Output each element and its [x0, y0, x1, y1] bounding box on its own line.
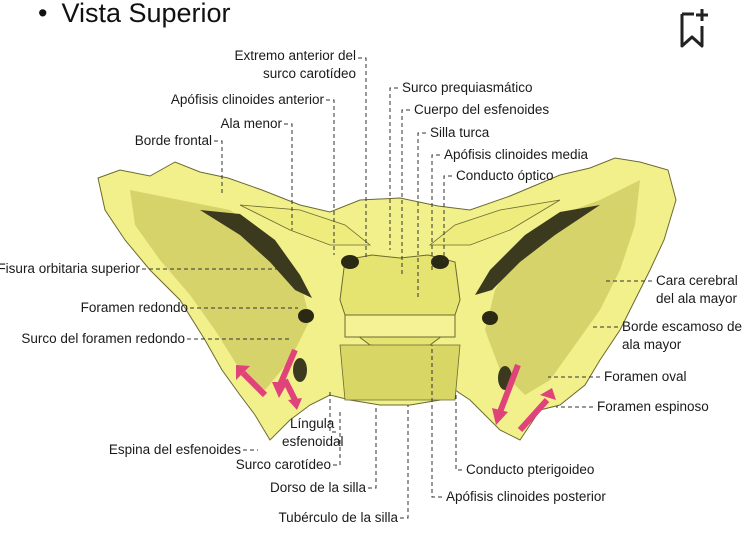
label-espina-esfenoides: Espina del esfenoides: [109, 442, 241, 457]
optic-canal-left: [341, 255, 359, 269]
label-extremo-anterior-2: surco carotídeo: [263, 66, 356, 81]
label-conducto-optico: Conducto óptico: [456, 168, 554, 183]
label-extremo-anterior-1: Extremo anterior del: [234, 48, 356, 63]
label-lingula-2: esfenoidal: [282, 434, 344, 449]
label-apofisis-clinoides-anterior: Apófisis clinoides anterior: [171, 92, 325, 107]
label-cara-cerebral-1: Cara cerebral: [656, 273, 738, 288]
dorsum-sellae: [344, 314, 456, 338]
fissure-left: [200, 210, 312, 298]
foramen-rotundum-right: [482, 311, 498, 325]
label-apofisis-clinoides-media: Apófisis clinoides media: [444, 147, 589, 162]
label-surco-foramen-redondo: Surco del foramen redondo: [21, 331, 185, 346]
label-foramen-redondo: Foramen redondo: [81, 300, 188, 315]
label-silla-turca: Silla turca: [430, 125, 490, 140]
label-cara-cerebral-2: del ala mayor: [656, 291, 738, 306]
sphenoid-bone-illustration: [97, 157, 677, 441]
label-tuberculo-silla: Tubérculo de la silla: [278, 510, 398, 525]
label-borde-escamoso-1: Borde escamoso de: [622, 319, 742, 334]
diagram-labels: Extremo anterior del surco carotídeo Apó…: [0, 48, 742, 525]
foramen-arrows: [236, 348, 556, 433]
label-ala-menor: Ala menor: [220, 116, 282, 131]
label-dorso-silla: Dorso de la silla: [270, 480, 367, 495]
label-conducto-pterigoideo: Conducto pterigoideo: [466, 462, 594, 477]
label-foramen-oval: Foramen oval: [604, 369, 687, 384]
slide-title: • Vista Superior: [38, 0, 231, 29]
lesser-wing-right: [428, 199, 561, 246]
label-surco-prequiasmatico: Surco prequiasmático: [402, 80, 533, 95]
label-cuerpo-esfenoides: Cuerpo del esfenoides: [414, 102, 549, 117]
lesser-wing-left: [239, 204, 372, 246]
label-apofisis-clinoides-posterior: Apófisis clinoides posterior: [446, 489, 606, 504]
sella-front: [339, 344, 461, 401]
label-lingula-1: Língula: [290, 416, 335, 431]
label-fisura-orbitaria-superior: Fisura orbitaria superior: [0, 261, 140, 276]
label-surco-carotideo: Surco carotídeo: [236, 457, 331, 472]
bone-shade-right: [485, 180, 640, 395]
bullet-icon: •: [38, 0, 48, 28]
foramen-rotundum-left: [298, 309, 314, 323]
fissure-right: [475, 205, 600, 295]
optic-canal-right: [431, 255, 449, 269]
slide-title-text: Vista Superior: [61, 0, 231, 28]
label-foramen-espinoso: Foramen espinoso: [597, 399, 709, 414]
bookmark-add-icon[interactable]: [676, 6, 710, 50]
label-borde-frontal: Borde frontal: [135, 133, 212, 148]
foramen-ovale-left: [293, 358, 307, 382]
label-borde-escamoso-2: ala mayor: [622, 337, 682, 352]
leader-lines: [142, 57, 652, 519]
